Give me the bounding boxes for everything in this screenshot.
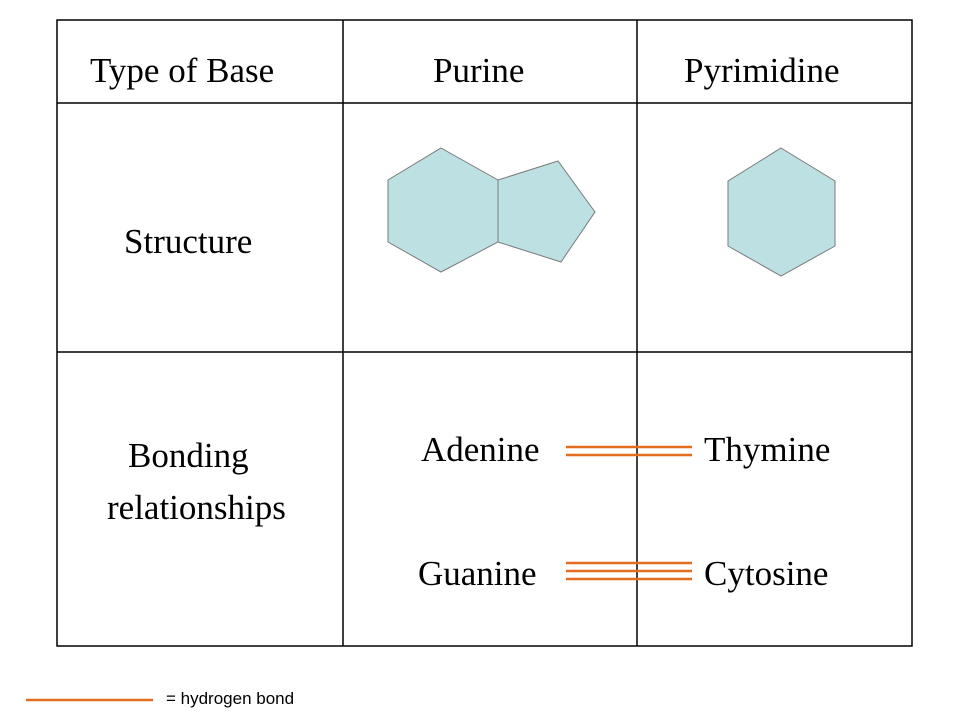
header-type-of-base: Type of Base xyxy=(90,51,275,90)
base-adenine: Adenine xyxy=(421,430,540,469)
row-label-structure: Structure xyxy=(124,222,253,261)
purine-five-ring xyxy=(497,160,596,263)
base-guanine: Guanine xyxy=(418,554,537,593)
base-cytosine: Cytosine xyxy=(704,554,829,593)
purine-six-ring xyxy=(387,147,499,273)
table-grid xyxy=(56,19,913,647)
guanine-cytosine-bonds xyxy=(566,561,692,581)
pyrimidine-structure xyxy=(727,147,836,277)
pyrimidine-six-ring xyxy=(727,147,836,277)
base-thymine: Thymine xyxy=(704,430,831,469)
row-label-bonding-line2: relationships xyxy=(107,488,286,527)
legend-label: = hydrogen bond xyxy=(166,689,295,708)
row-label-bonding-line1: Bonding xyxy=(128,436,249,475)
table-border xyxy=(56,19,913,647)
adenine-thymine-bonds xyxy=(566,445,692,457)
header-pyrimidine: Pyrimidine xyxy=(684,51,840,90)
purine-structure xyxy=(387,147,596,273)
header-purine: Purine xyxy=(433,51,525,90)
